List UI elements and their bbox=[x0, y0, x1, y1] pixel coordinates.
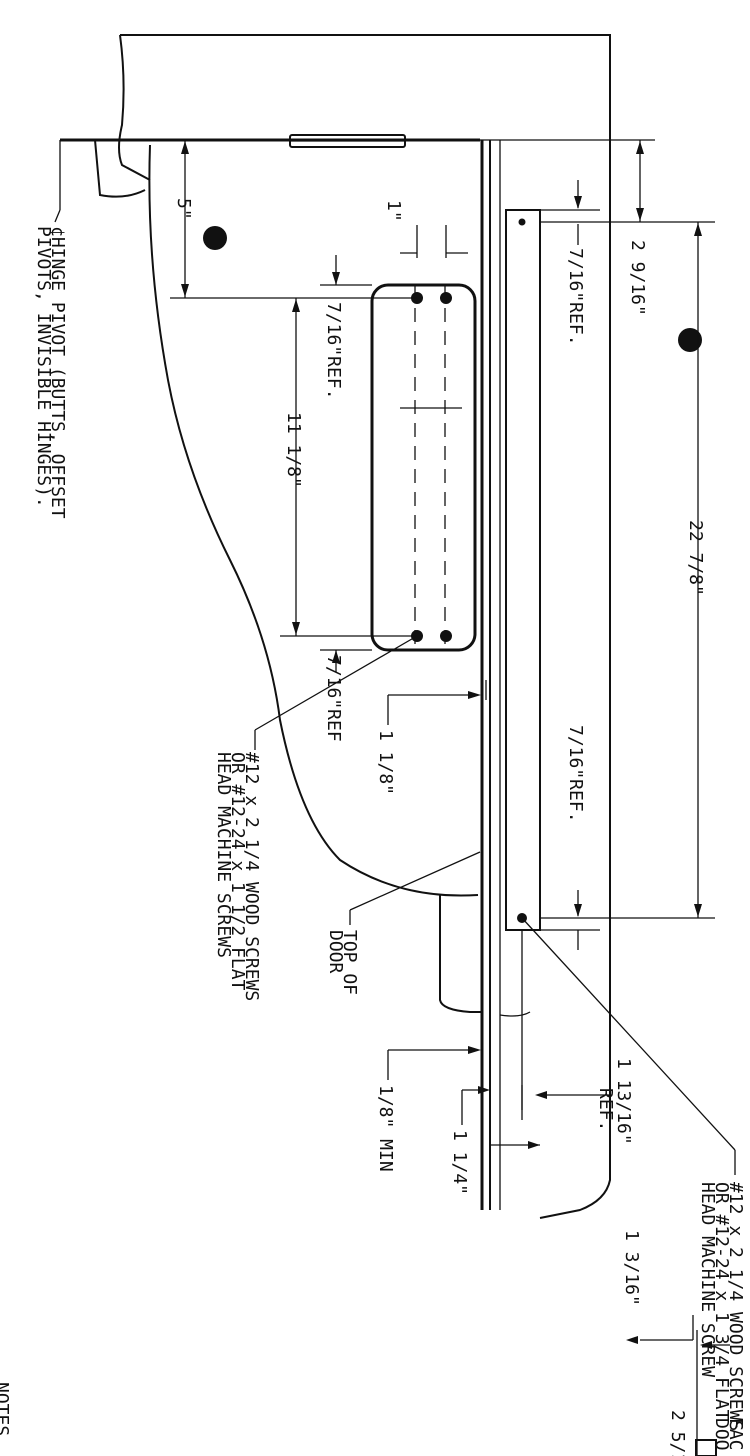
callout-frame-screws-3: HEAD MACHINE SCREW bbox=[697, 1182, 718, 1377]
callout-door-screws-1: #12 x 2 1/4 WOOD SCREWS bbox=[241, 752, 262, 1001]
label-top-partial-2b: DOO bbox=[711, 1418, 732, 1451]
label-hinge-pivot-1: ¢HINGE PIVOT (BUTTS, OFFSET bbox=[47, 226, 68, 519]
dim-7-16-ref-mid: 7/16"REF. bbox=[323, 302, 344, 400]
leader-lines bbox=[54, 140, 736, 1175]
dim-2-9-16: 2 9/16" bbox=[627, 240, 648, 316]
frame-outline bbox=[94, 34, 611, 1219]
screw-hole-icon bbox=[518, 218, 526, 226]
screw-hole-icon bbox=[440, 630, 452, 642]
dim-1-3-16: 1 3/16" bbox=[621, 1230, 642, 1306]
label-top-partial-2a: FAC bbox=[725, 1418, 746, 1451]
dim-1-8-min: 1/8" MIN bbox=[375, 1085, 396, 1172]
dim-1-1-4: 1 1/4" bbox=[449, 1130, 470, 1195]
label-notes-partial: NOTES bbox=[0, 1382, 12, 1436]
dim-7-16-ref-right: 7/16"REF. bbox=[565, 725, 586, 823]
dim-7-16-ref-low: 7/16"REF bbox=[323, 655, 344, 742]
mounting-track bbox=[505, 209, 541, 1120]
dim-22-7-8: 22 7/8" bbox=[685, 520, 706, 596]
label-top-partial-1: 2 5/1 bbox=[667, 1410, 688, 1456]
dim-1: 1" bbox=[383, 200, 404, 222]
filled-circle-icon bbox=[203, 226, 227, 250]
closer-plate bbox=[370, 283, 477, 652]
frame-edge bbox=[60, 134, 655, 148]
callout-frame-screws-2: OR #12-24 x 1 3/4 FLAT bbox=[711, 1182, 732, 1421]
label-top-of-door-2: DOOR bbox=[325, 930, 346, 974]
label-top-of-door-1: TOP OF bbox=[339, 930, 360, 995]
screw-holes bbox=[411, 218, 527, 923]
door-edge bbox=[480, 140, 501, 1210]
door-body bbox=[148, 144, 531, 1017]
dimension-lines bbox=[170, 140, 730, 1456]
filled-circle-icon bbox=[678, 328, 702, 352]
dim-5: 5" bbox=[173, 198, 194, 220]
screw-hole-icon bbox=[440, 292, 452, 304]
dim-7-16-ref-top: 7/16"REF. bbox=[565, 248, 586, 346]
label-hinge-pivot-2: PIVOTS, INVISIBLE HINGES). bbox=[33, 226, 54, 508]
callout-frame-screws-1: #12 x 2 1/4 WOOD SCREWS bbox=[725, 1182, 746, 1431]
callout-door-screws-2: OR #12-24 x 1 1/2 FLAT bbox=[227, 752, 248, 991]
dim-1-13-16-a: 1 13/16" bbox=[613, 1058, 634, 1145]
dim-11-1-8: 11 1/8" bbox=[283, 412, 304, 488]
callout-door-screws-3: HEAD MACHINE SCREWS bbox=[213, 752, 234, 958]
dim-1-1-8: 1 1/8" bbox=[375, 730, 396, 795]
text-labels: 2 9/16" 22 7/8" 7/16"REF. 7/16"REF. 1" 5… bbox=[0, 198, 746, 1456]
dim-1-13-16-b: REF. bbox=[595, 1088, 616, 1131]
